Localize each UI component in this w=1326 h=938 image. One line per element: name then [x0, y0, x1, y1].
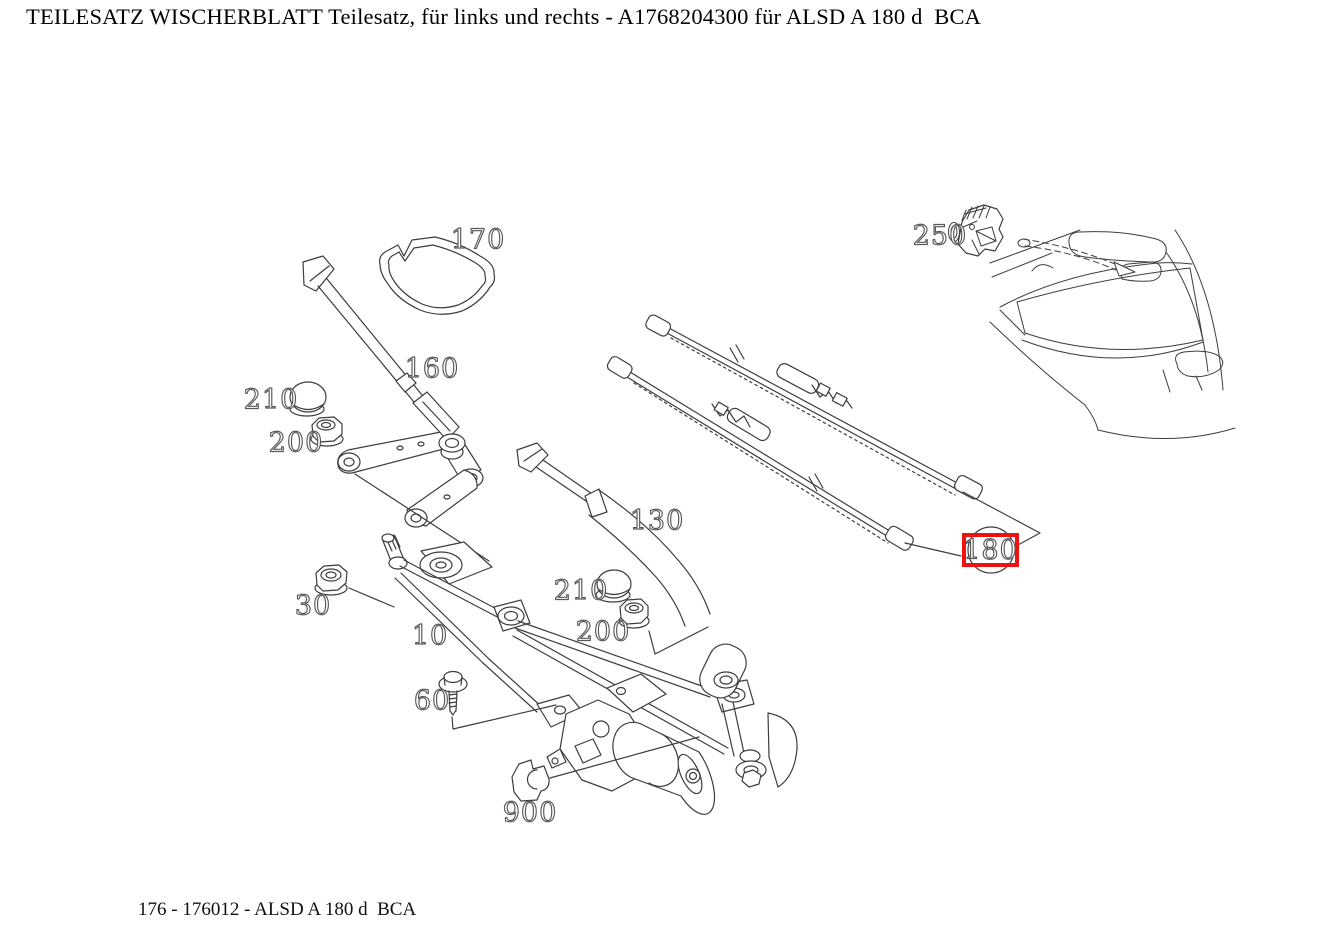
- arm-cover-170-drawing: [378, 236, 496, 315]
- linkage-arms-drawing: [337, 431, 490, 562]
- part-label-250[interactable]: 250: [912, 220, 968, 252]
- part-label-30[interactable]: 30: [294, 590, 332, 622]
- part-label-200-mid[interactable]: 200: [575, 616, 631, 648]
- sensor-position-arrow: [1017, 238, 1136, 277]
- part-label-160[interactable]: 160: [404, 353, 460, 385]
- car-windscreen-sketch: [989, 229, 1236, 439]
- nut-30-drawing: [314, 564, 395, 608]
- cap-210-mid-drawing: [595, 569, 632, 603]
- wiper-blade-bottom-drawing: [606, 356, 914, 551]
- figure-caption: 176 - 176012 - ALSD A 180 d BCA: [138, 899, 417, 920]
- cap-210-left-drawing: [289, 381, 327, 417]
- nut-200-mid-drawing: [618, 598, 709, 655]
- nut-200-left-drawing: [310, 416, 344, 447]
- pivot-shaft-bearing-drawing: [381, 533, 493, 585]
- part-label-200-left[interactable]: 200: [268, 427, 324, 459]
- rain-sensor-250-drawing: [948, 204, 1004, 257]
- part-label-170[interactable]: 170: [450, 224, 506, 256]
- part-label-10[interactable]: 10: [411, 620, 449, 652]
- part-label-210-mid[interactable]: 210: [553, 575, 609, 607]
- part-label-60[interactable]: 60: [413, 685, 451, 717]
- wiper-motor-drawing: [546, 673, 715, 815]
- bolt-60-drawing: [438, 670, 557, 730]
- wiper-blade-top-drawing: [645, 314, 983, 500]
- part-label-180[interactable]: 180: [963, 534, 1018, 566]
- wiper-arm-130-drawing: [516, 442, 798, 788]
- part-label-210-left[interactable]: 210: [243, 384, 299, 416]
- part-label-900[interactable]: 900: [502, 797, 558, 829]
- wiper-arm-160-drawing: [302, 255, 466, 460]
- selected-part-highlight-box[interactable]: 180: [962, 533, 1019, 567]
- blade-callout-leaders: [904, 491, 1041, 574]
- clip-900-drawing: [511, 736, 700, 802]
- part-label-130[interactable]: 130: [629, 505, 685, 537]
- page-title: TEILESATZ WISCHERBLATT Teilesatz, für li…: [26, 4, 982, 29]
